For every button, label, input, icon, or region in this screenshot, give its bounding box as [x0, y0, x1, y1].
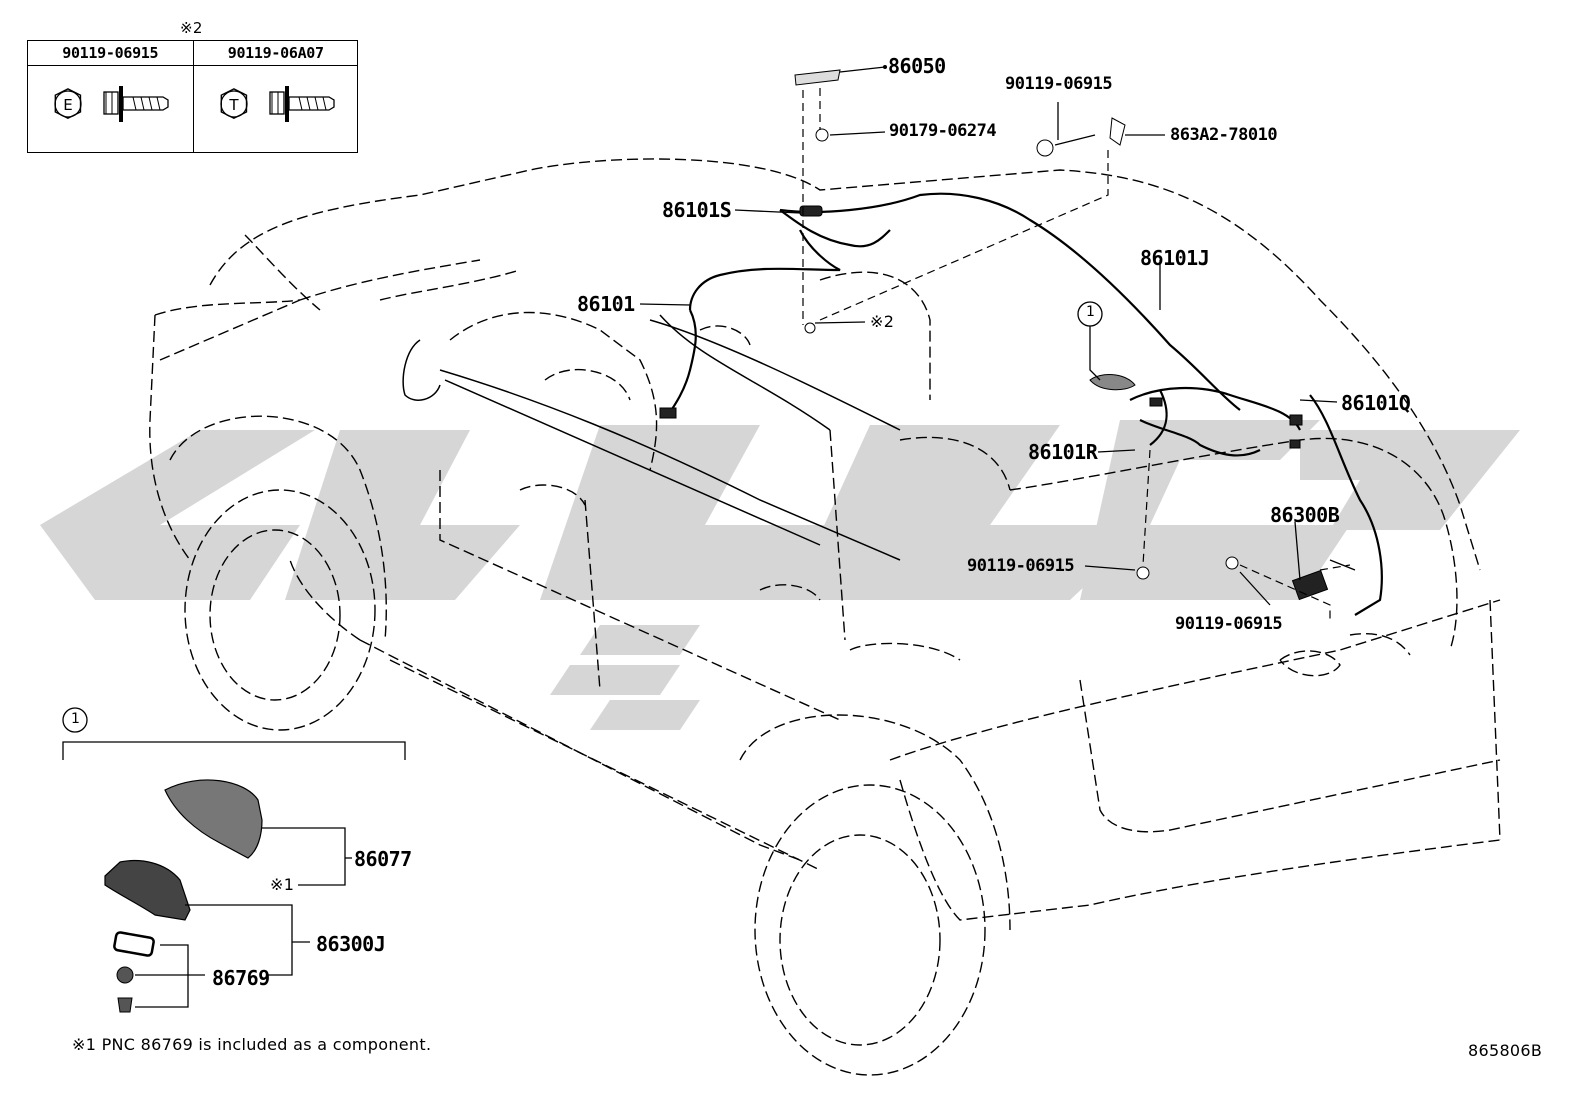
- callout-86300J[interactable]: 86300J: [316, 932, 386, 956]
- hex-bolt-with-washer-icon: T: [219, 86, 335, 122]
- fastener-column-t: 90119-06A07 T: [192, 41, 358, 152]
- callout-86101J[interactable]: 86101J: [1140, 246, 1210, 270]
- callout-86101[interactable]: 86101: [577, 292, 635, 316]
- callout-86769[interactable]: 86769: [212, 966, 270, 990]
- callout-86050[interactable]: 86050: [888, 54, 946, 78]
- circle-1-reference: 1: [1086, 304, 1096, 320]
- fastener-part-number: 90119-06A07: [193, 41, 358, 66]
- callout-86101R[interactable]: 86101R: [1028, 440, 1098, 464]
- footnote: ※1 PNC 86769 is included as a component.: [72, 1035, 432, 1054]
- fastener-column-e: 90119-06915 E: [28, 41, 193, 152]
- fastener-table: 90119-06915 E 90119-06A07 T: [27, 40, 358, 153]
- callout-86300B[interactable]: 86300B: [1270, 503, 1340, 527]
- watermark-logo-icon: [40, 420, 1520, 730]
- callout-86101S[interactable]: 86101S: [662, 198, 732, 222]
- note-1-reference: ※1: [270, 875, 295, 894]
- fastener-mark: T: [228, 96, 239, 114]
- fastener-mark: E: [63, 96, 72, 114]
- callout-90119-06915-right[interactable]: 90119-06915: [1175, 614, 1283, 634]
- note-2-reference: ※2: [870, 312, 895, 331]
- fastener-part-number: 90119-06915: [28, 41, 193, 66]
- callout-86077[interactable]: 86077: [354, 847, 412, 871]
- detail-circle-label: 1: [71, 711, 81, 727]
- callout-90119-06915-mid[interactable]: 90119-06915: [967, 556, 1075, 576]
- callout-863A2-78010[interactable]: 863A2-78010: [1170, 125, 1278, 145]
- hex-bolt-with-washer-icon: E: [54, 86, 169, 122]
- diagram-code: 865806B: [1468, 1041, 1543, 1060]
- callout-86101Q[interactable]: 86101Q: [1341, 391, 1411, 415]
- table-note-mark: ※2: [180, 19, 203, 37]
- callout-90179-06274[interactable]: 90179-06274: [889, 121, 997, 141]
- callout-90119-06915-top[interactable]: 90119-06915: [1005, 74, 1113, 94]
